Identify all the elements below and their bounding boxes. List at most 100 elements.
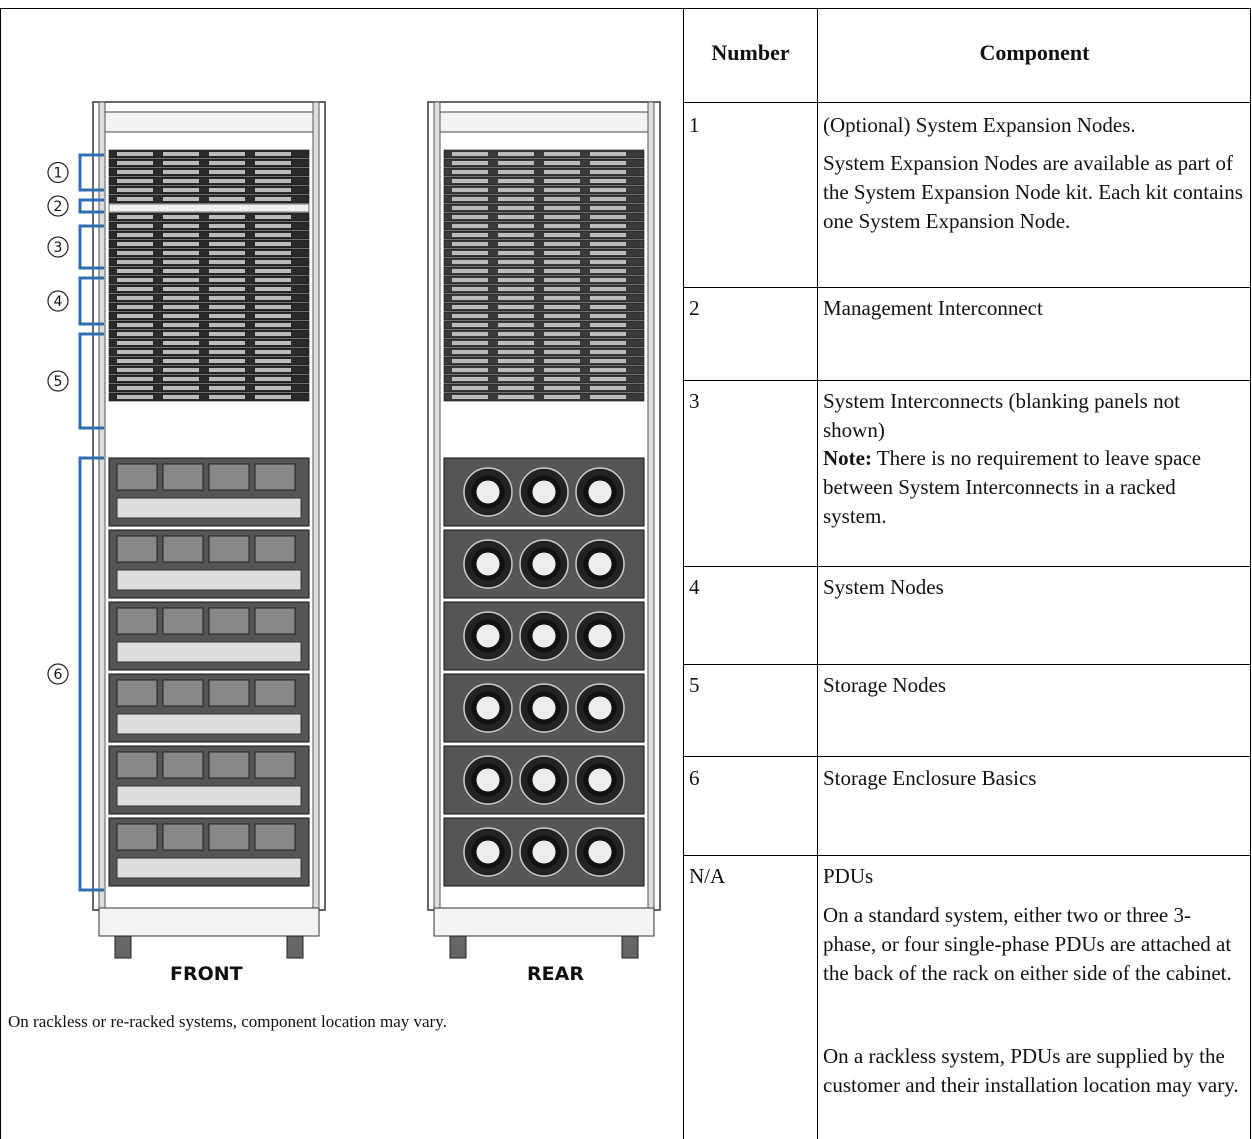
callout-number: 4 [54, 294, 63, 310]
drive-bay [590, 377, 626, 381]
drive-bay [498, 377, 534, 381]
drive-bay [255, 395, 291, 399]
row-6-number: 6 [689, 766, 700, 790]
drive-bay [452, 395, 488, 399]
row-2-number: 2 [689, 296, 700, 320]
callout-circle [47, 161, 69, 184]
drive-bay [255, 305, 291, 309]
drive-bay [163, 386, 199, 390]
drive-bay [590, 332, 626, 336]
drive-bay [452, 152, 488, 156]
drive-bay [452, 296, 488, 300]
drive-bay [544, 332, 580, 336]
rack-rail [647, 101, 655, 911]
drive-bay [117, 332, 153, 336]
fan-hub [527, 763, 561, 797]
drawer-bay [116, 535, 158, 563]
row-na-detail-2: On a rackless system, PDUs are supplied … [823, 1044, 1239, 1097]
row-2-component: Management Interconnect [823, 296, 1043, 320]
drive-bay [452, 161, 488, 165]
callout-bracket [78, 276, 104, 326]
drive-bay [452, 350, 488, 354]
drive-bay [163, 260, 199, 264]
drive-bay [163, 287, 199, 291]
drive-bay [163, 161, 199, 165]
fan-hub [527, 619, 561, 653]
row-1-component: (Optional) System Expansion Nodes. [823, 113, 1136, 137]
drive-bay [590, 278, 626, 282]
drive-bay [163, 224, 199, 228]
drawer-bay [162, 679, 204, 707]
drive-bay [590, 179, 626, 183]
enclosure-panel [116, 713, 302, 735]
drive-bay [544, 314, 580, 318]
drawer-bay [116, 823, 158, 851]
fan-hub [471, 619, 505, 653]
drive-bay [163, 242, 199, 246]
drive-bay [163, 350, 199, 354]
drive-bay [498, 305, 534, 309]
drive-bay [163, 377, 199, 381]
drive-bay [590, 269, 626, 273]
drive-bay [209, 233, 245, 237]
fan-hub [583, 475, 617, 509]
drive-bay [498, 287, 534, 291]
fan-hub [471, 835, 505, 869]
drive-bay [498, 161, 534, 165]
drive-bay [255, 296, 291, 300]
drive-bay [209, 224, 245, 228]
callout-bracket [78, 153, 104, 192]
row-divider [683, 102, 1251, 103]
drive-bay [544, 305, 580, 309]
drive-bay [163, 197, 199, 201]
drive-bay [590, 188, 626, 192]
row-5-component: Storage Nodes [823, 673, 947, 697]
drive-bay [498, 170, 534, 174]
drive-bay [452, 197, 488, 201]
drive-bay [117, 296, 153, 300]
drive-bay [544, 197, 580, 201]
row-na-number: N/A [689, 864, 726, 888]
drive-bay [117, 215, 153, 219]
drive-bay [163, 341, 199, 345]
drive-bay [590, 323, 626, 327]
caster-wheel [114, 935, 132, 959]
drive-bay [209, 170, 245, 174]
enclosure-panel [116, 569, 302, 591]
drive-bay [452, 188, 488, 192]
page-frame [0, 8, 1251, 1139]
row-4-component: System Nodes [823, 575, 944, 599]
figure-caption: On rackless or re-racked systems, compon… [8, 1012, 447, 1031]
drawer-bay [254, 751, 296, 779]
callout-circle [47, 370, 69, 392]
drive-bay [590, 359, 626, 363]
drive-bay [498, 233, 534, 237]
drive-bay [452, 269, 488, 273]
drive-bay [452, 278, 488, 282]
drive-bay [544, 395, 580, 399]
drawer-bay [208, 751, 250, 779]
drive-bay [544, 377, 580, 381]
drawer-bay [162, 607, 204, 635]
row-divider [683, 380, 1251, 381]
drive-bay [452, 305, 488, 309]
drive-bay [209, 341, 245, 345]
drive-bay [498, 386, 534, 390]
drawer-bay [208, 679, 250, 707]
drive-bay [544, 260, 580, 264]
callout-number: 1 [54, 166, 63, 182]
fan-hub [527, 691, 561, 725]
drive-bay [255, 152, 291, 156]
drive-bay [209, 323, 245, 327]
drive-bay [117, 341, 153, 345]
drive-bay [498, 188, 534, 192]
drawer-bay [162, 535, 204, 563]
drive-bay [255, 233, 291, 237]
drive-bay [117, 368, 153, 372]
drive-bay [498, 260, 534, 264]
drive-bay [544, 323, 580, 327]
drive-bay [590, 287, 626, 291]
drawer-bay [116, 463, 158, 491]
drive-bay [255, 323, 291, 327]
